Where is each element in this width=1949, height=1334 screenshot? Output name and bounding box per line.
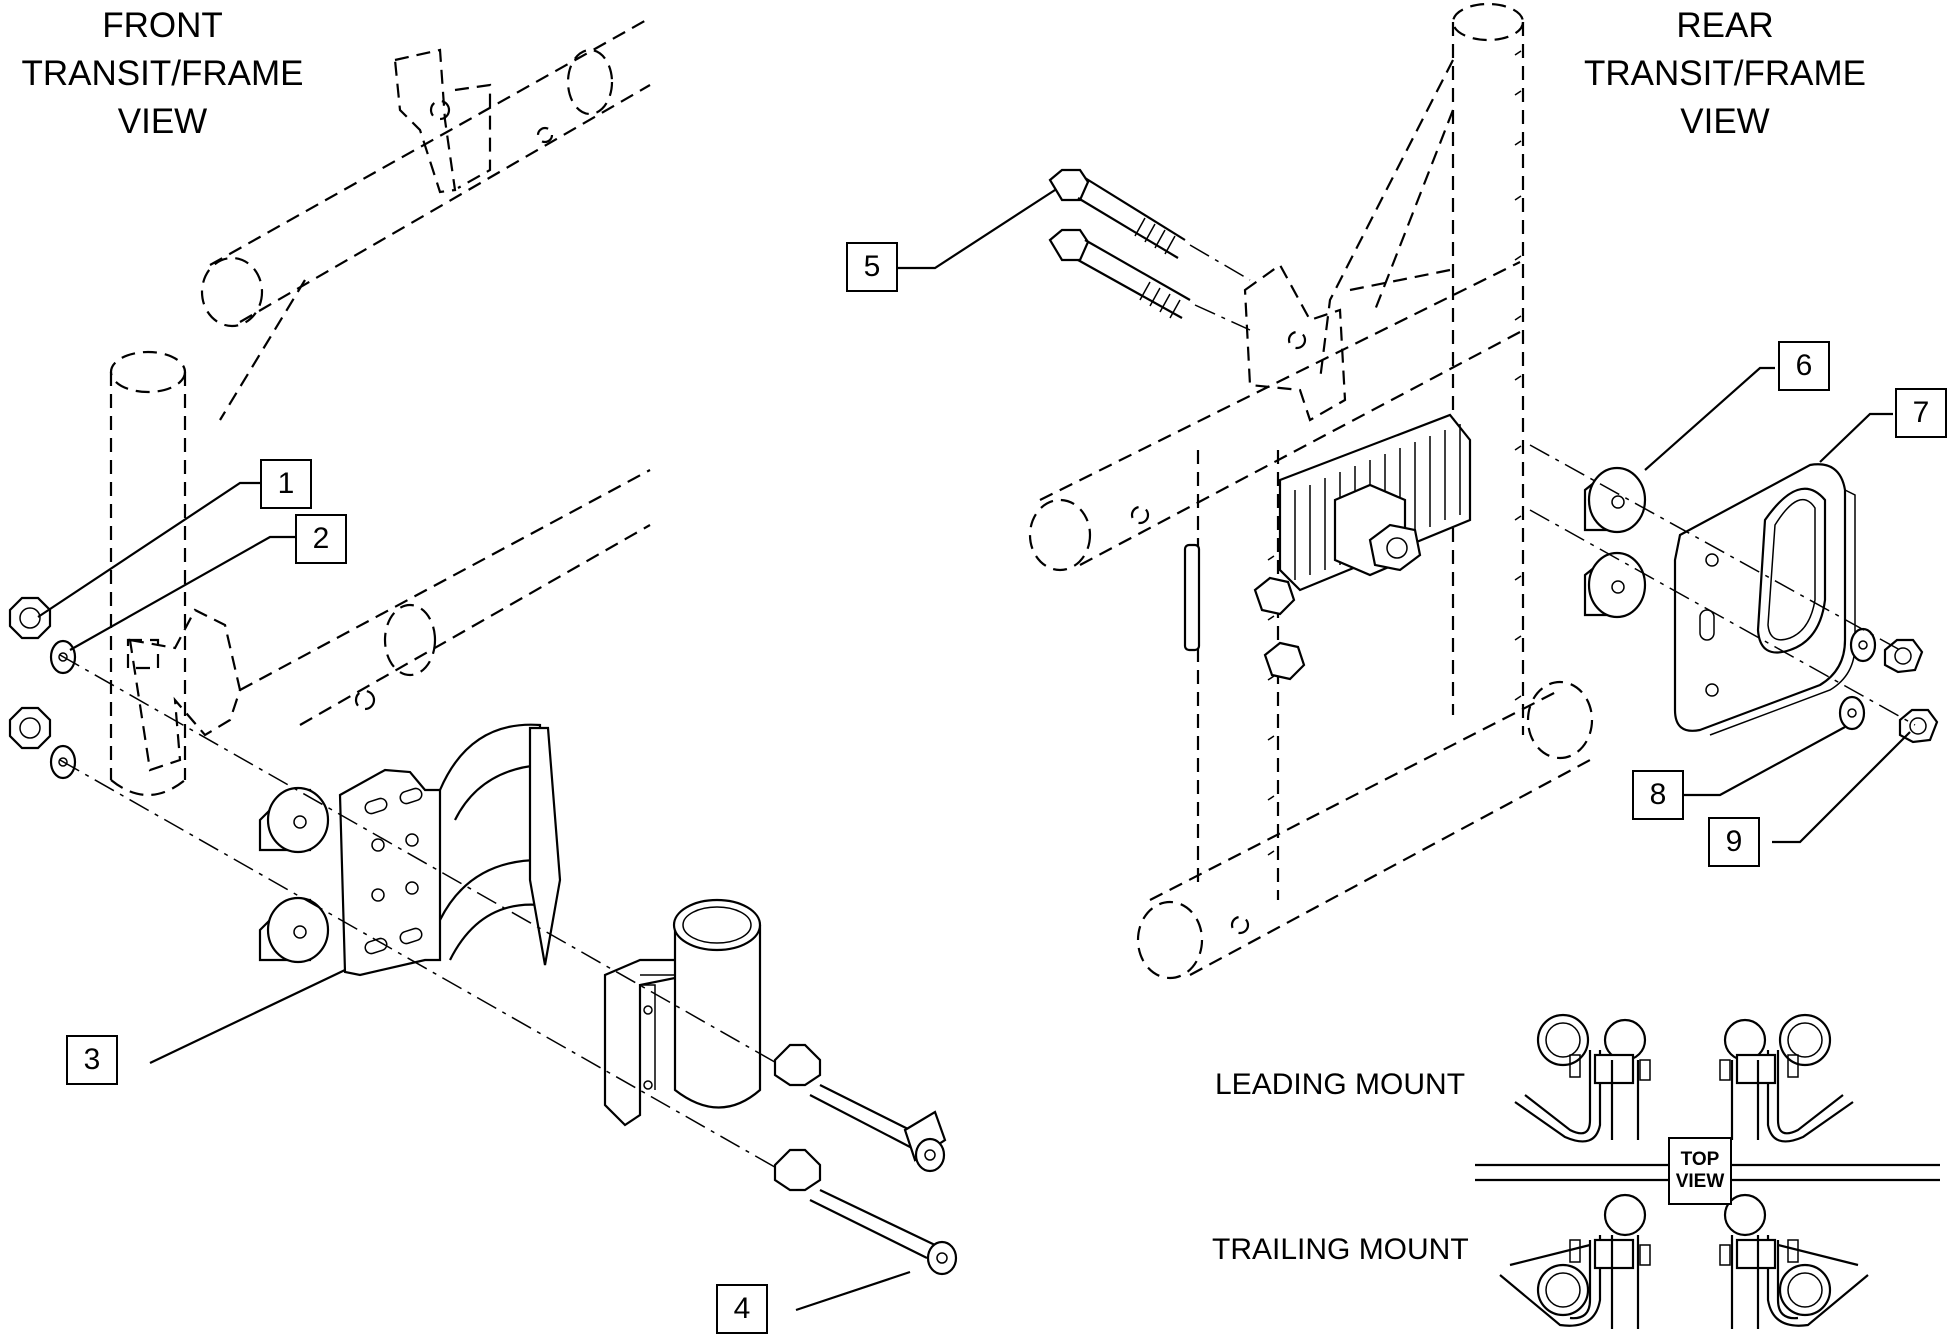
- rear-bolts: [1048, 168, 1251, 331]
- front-mounting-plate: [338, 723, 562, 977]
- callout-2: 2: [295, 514, 347, 564]
- front-title-line-3: VIEW: [117, 102, 208, 141]
- rear-mounting-plate: [1673, 463, 1856, 736]
- leading-mount-right: [1719, 1013, 1854, 1143]
- callout-5: 5: [846, 242, 898, 292]
- front-nuts-and-washers: [8, 596, 77, 780]
- trailing-mount-left: [1499, 1193, 1651, 1329]
- rear-washers-and-nuts: [1838, 627, 1939, 744]
- leading-mount-left: [1514, 1013, 1651, 1143]
- front-bolts: [773, 1043, 958, 1276]
- front-title-line-1: FRONT: [102, 6, 223, 45]
- rear-view-title: REAR TRANSIT/FRAME VIEW: [1580, 2, 1870, 146]
- callout-9: 9: [1708, 817, 1760, 867]
- leading-mount-label: LEADING MOUNT: [1215, 1068, 1466, 1101]
- front-spacers: [258, 786, 330, 964]
- top-view-badge: TOP VIEW: [1668, 1137, 1732, 1205]
- front-title-line-2: TRANSIT/FRAME: [21, 54, 304, 93]
- rear-center-lines: [1529, 444, 1916, 726]
- front-center-lines: [59, 654, 781, 1171]
- callout-7: 7: [1895, 388, 1947, 438]
- rear-ribbed-clamp: [1183, 413, 1472, 681]
- rear-title-line-2: TRANSIT/FRAME: [1584, 54, 1866, 93]
- trailing-mount-right: [1719, 1193, 1869, 1329]
- rear-spacers: [1583, 466, 1647, 619]
- top-view-line-2: VIEW: [1675, 1171, 1725, 1192]
- callout-4: 4: [716, 1284, 768, 1334]
- callout-3: 3: [66, 1035, 118, 1085]
- front-frame-outline: [109, 17, 651, 797]
- rear-frame-outline: [1028, 2, 1594, 980]
- callout-8: 8: [1632, 770, 1684, 820]
- trailing-mount-label: TRAILING MOUNT: [1212, 1233, 1469, 1266]
- rear-leader-lines: [897, 189, 1911, 844]
- callout-1: 1: [260, 459, 312, 509]
- rear-title-line-3: VIEW: [1680, 102, 1770, 141]
- rear-title-line-1: REAR: [1676, 6, 1774, 45]
- front-leader-lines: [37, 481, 911, 1312]
- top-view-line-1: TOP: [1680, 1149, 1720, 1170]
- front-view-title: FRONT TRANSIT/FRAME VIEW: [20, 2, 305, 146]
- front-fork-clamp: [603, 898, 762, 1127]
- callout-6: 6: [1778, 341, 1830, 391]
